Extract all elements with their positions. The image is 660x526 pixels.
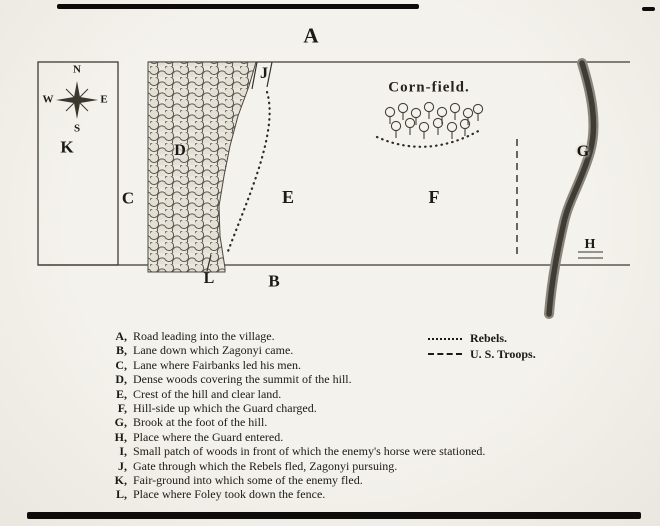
map-marker-k: K <box>60 137 74 157</box>
compass-east-label: E <box>100 93 108 106</box>
legend-us-troops-row: U. S. Troops. <box>428 347 536 363</box>
map-marker-j: J <box>260 65 268 82</box>
entry-gate-lines <box>578 251 603 259</box>
map-marker-f: F <box>428 187 440 207</box>
legend-entry: J, Gate through which the Rebels fled, Z… <box>110 459 650 473</box>
legend-entry: C, Lane where Fairbanks led his men. <box>110 358 650 372</box>
legend-entry-letter: J, <box>118 458 127 473</box>
legend-entry-text: Dense woods covering the summit of the h… <box>133 372 352 387</box>
brook-path <box>544 58 599 319</box>
legend-entries: A, Road leading into the village. B, Lan… <box>110 329 650 502</box>
map-marker-h: H <box>584 237 596 252</box>
compass-south-label: S <box>73 122 81 135</box>
map-marker-c: C <box>121 188 135 208</box>
rebels-dotted-arc-cornfield <box>375 127 484 148</box>
legend-entry-letter: D, <box>115 372 127 387</box>
legend-rebels-row: Rebels. <box>428 331 536 347</box>
legend-entry-text: Fair-ground into which some of the enemy… <box>133 472 363 487</box>
legend-entry: G, Brook at the foot of the hill. <box>110 415 650 429</box>
legend-entry-text: Hill-side up which the Guard charged. <box>133 400 317 415</box>
legend-entry: F, Hill-side up which the Guard charged. <box>110 401 650 415</box>
woods-texture <box>147 61 257 273</box>
us-troops-dashed-symbol <box>428 353 462 356</box>
legend-entry-text: Road leading into the village. <box>133 329 275 343</box>
legend-entry-letter: L, <box>115 487 127 502</box>
legend-entry-text: Lane where Fairbanks led his men. <box>133 357 301 372</box>
rebels-dotted-line <box>225 90 271 256</box>
legend-entry-text: Gate through which the Rebels fled, Zago… <box>133 458 398 473</box>
legend-entry: K, Fair-ground into which some of the en… <box>110 473 650 487</box>
legend-entry-text: Place where the Guard entered. <box>133 429 284 444</box>
fair-ground-box <box>37 61 119 266</box>
legend-entry-letter: C, <box>115 357 127 372</box>
scan-artifact-bottom-bar <box>27 512 641 519</box>
legend-entry-letter: K, <box>114 472 127 487</box>
legend-entry: H, Place where the Guard entered. <box>110 430 650 444</box>
legend-entry-letter: E, <box>115 386 127 401</box>
legend-entry: D, Dense woods covering the summit of th… <box>110 372 650 386</box>
legend-entry-text: Lane down which Zagonyi came. <box>133 343 294 358</box>
rebels-label: Rebels. <box>470 331 507 346</box>
legend-entry: L, Place where Foley took down the fence… <box>110 487 650 501</box>
legend-entry-letter: A, <box>115 329 127 343</box>
rebels-dotted-symbol <box>428 337 462 340</box>
legend-entry-letter: G, <box>114 415 127 430</box>
legend-entry: I, Small patch of woods in front of whic… <box>110 444 650 458</box>
corn-field-label: Corn-field. <box>388 79 470 96</box>
gate-lines <box>251 61 273 90</box>
legend-entry-letter: I, <box>119 444 127 459</box>
legend-entry: E, Crest of the hill and clear land. <box>110 387 650 401</box>
legend-entry-text: Brook at the foot of the hill. <box>133 415 268 430</box>
map-marker-b: B <box>268 271 280 291</box>
map-marker-d: D <box>174 142 186 159</box>
legend-entry-letter: F, <box>117 400 127 415</box>
fence-tick <box>206 254 212 272</box>
legend-entry-letter: B, <box>115 343 127 358</box>
scan-artifact-top-bar <box>57 4 419 9</box>
legend-entry: B, Lane down which Zagonyi came. <box>110 343 650 357</box>
map-marker-l: L <box>203 270 215 287</box>
legend-entry-text: Small patch of woods in front of which t… <box>133 444 486 459</box>
map-marker-g: G <box>576 143 590 160</box>
legend-entry: A, Road leading into the village. <box>110 329 650 343</box>
map-marker-e: E <box>281 187 295 207</box>
corn-field-trees <box>384 101 484 140</box>
scan-artifact-top-right-mark <box>642 7 655 11</box>
legend-entry-letter: H, <box>114 429 127 444</box>
legend-symbol-key: Rebels. U. S. Troops. <box>428 331 536 362</box>
compass-rose <box>56 81 98 119</box>
compass-north-label: N <box>73 63 81 76</box>
map-marker-a: A <box>303 23 319 48</box>
us-troops-label: U. S. Troops. <box>470 346 536 361</box>
legend-entry-text: Crest of the hill and clear land. <box>133 386 282 401</box>
map-border-lines <box>37 61 630 266</box>
legend-entry-text: Place where Foley took down the fence. <box>133 487 326 502</box>
compass-west-label: W <box>42 93 54 106</box>
